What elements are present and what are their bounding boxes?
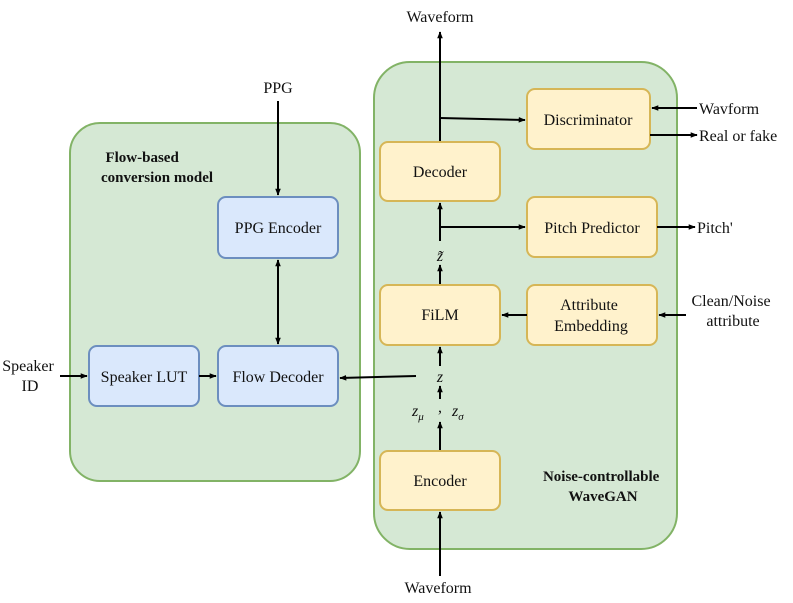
speaker-id-label: Speaker ID: [2, 358, 58, 395]
flow-decoder-box: [217, 345, 339, 407]
encoder-label: Encoder: [413, 473, 467, 490]
ppg-encoder-label: PPG Encoder: [235, 220, 322, 237]
speaker-id-line2: ID: [22, 378, 39, 395]
z-tilde-label: z̃: [436, 248, 444, 265]
decoder-label: Decoder: [413, 164, 468, 181]
encoder-box: [379, 450, 501, 511]
edge-z-to-flow-decoder: [339, 375, 417, 381]
sigma-subscript: σ: [458, 411, 464, 423]
speaker-lut-label: Speaker LUT: [101, 369, 188, 386]
wavform-label: Wavform: [699, 101, 760, 118]
discriminator-label: Discriminator: [544, 112, 634, 129]
film-label: FiLM: [421, 307, 458, 324]
wavegan-group-title-line1: Noise-controllable: [543, 469, 660, 485]
attribute-embedding-line2: Embedding: [554, 318, 628, 335]
ppg-label: PPG: [263, 80, 293, 97]
z-sigma-base: z: [451, 403, 459, 420]
pitch-prime-label: Pitch': [697, 220, 733, 237]
clean-noise-attribute-label: Clean/Noise attribute: [691, 293, 774, 330]
film-box: [379, 284, 501, 346]
wavegan-group-title-line2: WaveGAN: [568, 489, 637, 505]
real-or-fake-label: Real or fake: [699, 128, 777, 145]
z-mu-base: z: [411, 403, 419, 420]
speaker-id-line1: Speaker: [2, 358, 54, 375]
z-sigma-label: zσ: [451, 403, 464, 423]
z-mu-label: zμ: [411, 403, 424, 423]
wavegan-group-title: Noise-controllable WaveGAN: [543, 469, 663, 505]
ppg-encoder-box: [217, 196, 339, 259]
waveform-output-label: Waveform: [406, 9, 474, 26]
clean-noise-line2: attribute: [706, 313, 759, 330]
flow-decoder-label: Flow Decoder: [232, 369, 324, 386]
flow-group-title: Flow-based conversion model: [101, 150, 213, 186]
attribute-embedding-line1: Attribute: [560, 297, 618, 314]
attribute-embedding-label: Attribute Embedding: [554, 297, 628, 335]
attribute-embedding-box: [526, 284, 658, 346]
discriminator-box: [526, 88, 651, 150]
waveform-input-label: Waveform: [404, 580, 472, 597]
decoder-box: [379, 141, 501, 202]
flow-group-title-line2: conversion model: [101, 170, 213, 186]
mu-subscript: μ: [417, 411, 424, 423]
edge-to-discriminator: [439, 117, 526, 123]
z-label: z: [436, 369, 444, 386]
pitch-predictor-label: Pitch Predictor: [544, 220, 640, 237]
clean-noise-line1: Clean/Noise: [691, 293, 770, 310]
z-comma: ,: [438, 399, 442, 416]
flow-group-title-line1: Flow-based: [105, 150, 179, 166]
